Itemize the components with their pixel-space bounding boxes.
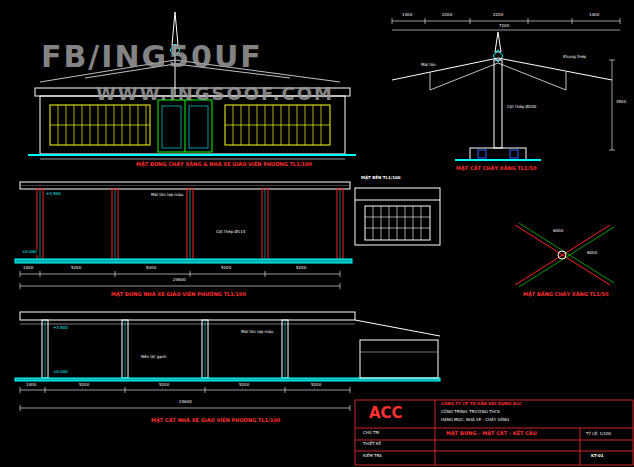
sheet-number: KT-01 [590,454,604,459]
title-block-text: CÔNG TY CP TƯ VẤN XÂY DỰNG ACC [440,402,523,407]
title-block-text: THIẾT KẾ [362,442,382,447]
view-title: MẶT BÊN TL1/100 [360,176,402,181]
title-block [355,400,633,465]
level-mark: ±0.000 [21,250,38,255]
view-title: MẶT BẰNG CHẢY XĂNG TL1/50 [522,292,609,298]
note: Mái tôn [420,63,437,68]
dimension: 1400 [401,13,413,18]
dimension: 5200 [238,383,250,388]
level-mark: +3.500 [52,326,69,331]
dimension: 5200 [78,383,90,388]
note: Mái tôn lợp màu [240,330,274,335]
long-elevation [15,182,440,289]
view-title: MẶT CẮT NHÀ XE GIÁO VIÊN PHƯỜNG TL1/100 [150,418,281,424]
watermark: FB/ING50UF [40,40,264,75]
view-title: MẶT ĐỨNG NHÀ XE GIÁO VIÊN PHƯỜNG TL1/100 [110,292,247,298]
dimension: 5200 [310,383,322,388]
view-title: MẶT ĐỨNG CHẢY XĂNG & NHÀ XE GIÁO VIÊN PH… [135,162,313,168]
front-elevation [28,12,356,159]
dimension: 6000 [552,229,564,234]
dimension: 5200 [145,266,157,271]
note: Khung thép [562,55,587,60]
note: Mái tôn lợp màu [150,193,184,198]
canopy-plan [515,223,614,287]
dimension: 2200 [492,13,504,18]
dimension: 3500 [615,100,627,105]
title-block-text: KIỂM TRA [362,454,383,459]
level-mark: ±0.000 [52,370,69,375]
dimension: 24600 [178,400,193,405]
dimension: 5200 [295,266,307,271]
dimension: 1400 [22,266,34,271]
drawing-title: MẶT ĐỨNG - MẶT CẮT - KẾT CẤU [445,431,538,437]
note: Cột thép Ø114 [215,230,246,235]
dimension: 5200 [158,383,170,388]
note: Nền lát gạch [140,355,167,360]
dimension: 5200 [70,266,82,271]
view-title: MẶT CẮT CHẢY XĂNG TL1/50 [455,166,537,172]
level-mark: +3.500 [45,192,62,197]
dimension: 6000 [586,251,598,256]
dimension: 2200 [441,13,453,18]
title-block-text: CHỦ TRÌ [362,431,380,436]
canopy-section [392,18,620,160]
dimension: 24600 [172,278,187,283]
watermark: WWW.INGSOOF.COM [95,84,335,105]
company-logo: ACC [368,405,404,422]
dimension: 5200 [220,266,232,271]
long-section [15,312,440,411]
dimension: 1400 [25,383,37,388]
dimension: 7200 [498,24,510,29]
note: Cột thép Ø200 [506,105,537,110]
title-block-text: CÔNG TRÌNH: TRƯỜNG THCS [440,410,501,415]
dimension: 1400 [588,13,600,18]
title-block-text: HẠNG MỤC: NHÀ XE - CHẢY XĂNG [440,418,510,423]
title-block-text: TỶ LỆ: 1/100 [585,432,612,437]
